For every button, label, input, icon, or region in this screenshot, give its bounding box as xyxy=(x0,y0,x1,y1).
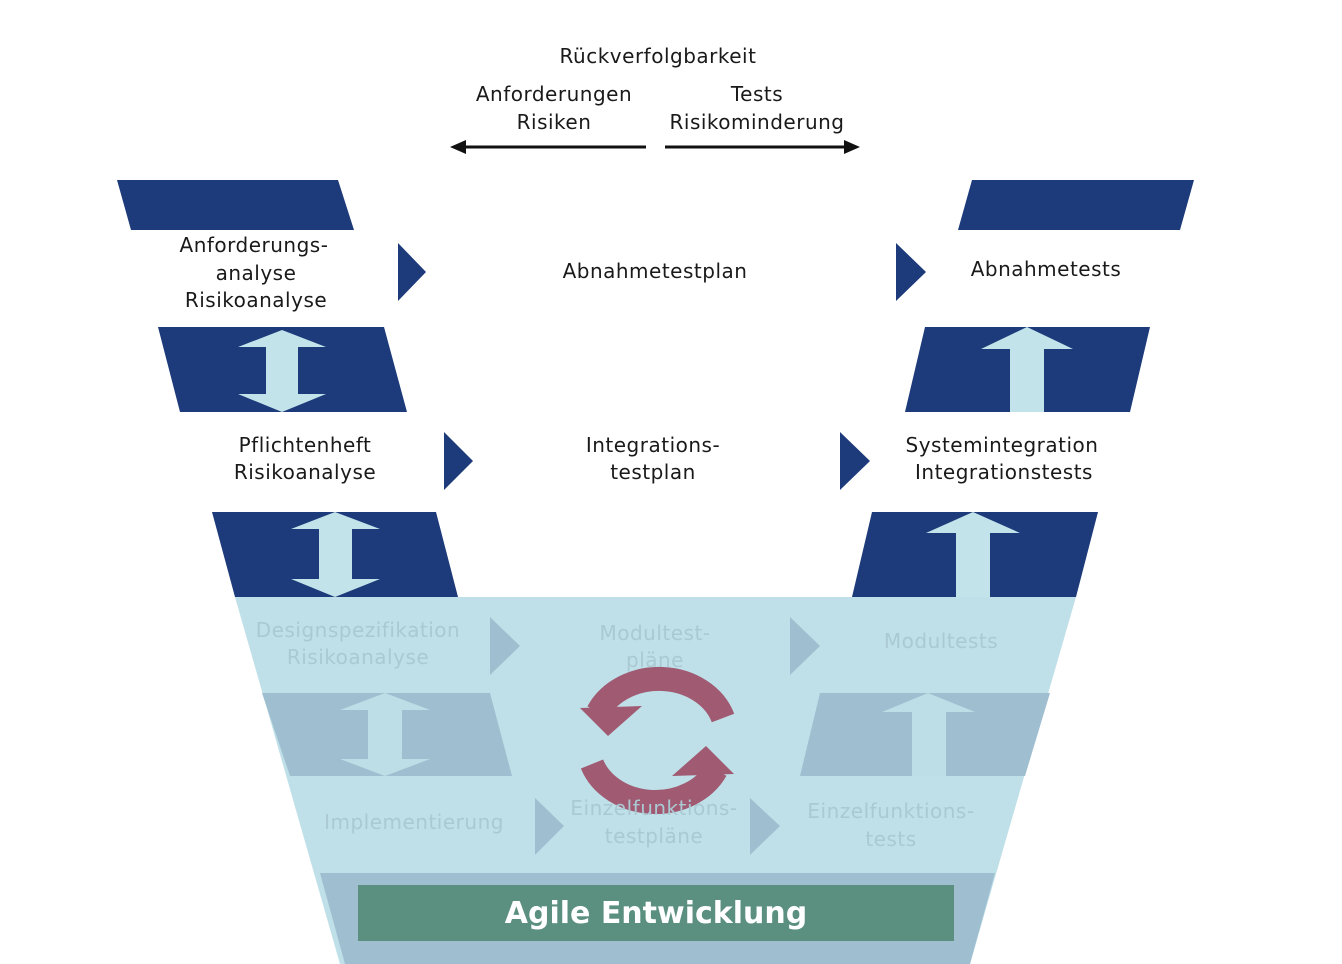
integration-testplan-label: testplan xyxy=(610,460,696,484)
traceability-right-label: Risikominderung xyxy=(669,110,844,134)
unit-testplan-label: testpläne xyxy=(605,824,703,848)
flow-arrow-icon xyxy=(790,617,820,675)
traceability-left-arrow-icon xyxy=(450,140,646,154)
agile-banner-label: Agile Entwicklung xyxy=(505,896,807,931)
up-arrow-icon xyxy=(926,512,1020,597)
phase-block-right-1 xyxy=(958,180,1194,230)
phase-block-left-1 xyxy=(117,180,354,230)
flow-arrow-icon xyxy=(535,798,564,855)
double-arrow-icon xyxy=(291,512,380,597)
up-arrow-icon xyxy=(981,327,1073,412)
specification-label: Risikoanalyse xyxy=(234,460,376,484)
flow-arrow-icon xyxy=(490,617,520,675)
requirements-analysis-label: analyse xyxy=(216,261,297,285)
acceptance-tests-label: Abnahmetests xyxy=(971,257,1122,281)
integration-testplan-label: Integrations- xyxy=(586,433,720,457)
traceability-right-label: Tests xyxy=(730,82,783,106)
unit-tests-label: tests xyxy=(865,827,916,851)
module-testplan-label: pläne xyxy=(626,648,684,672)
module-testplan-label: Modultest- xyxy=(599,621,710,645)
up-arrow-icon xyxy=(882,693,975,776)
traceability-title: Rückverfolgbarkeit xyxy=(560,44,757,68)
implementation-label: Implementierung xyxy=(324,810,504,834)
design-specification-label: Designspezifikation xyxy=(256,618,460,642)
system-integration-label: Systemintegration xyxy=(906,433,1099,457)
double-arrow-icon xyxy=(238,330,326,412)
unit-tests-label: Einzelfunktions- xyxy=(807,799,974,823)
traceability-left-label: Risiken xyxy=(517,110,592,134)
double-arrow-icon xyxy=(340,693,430,776)
flow-arrow-icon xyxy=(444,432,473,490)
circular-arrows-icon xyxy=(580,666,735,814)
traceability-right-arrow-icon xyxy=(665,140,860,154)
traceability-left-label: Anforderungen xyxy=(476,82,632,106)
design-specification-label: Risikoanalyse xyxy=(287,645,429,669)
flow-arrow-icon xyxy=(398,243,426,301)
flow-arrow-icon xyxy=(840,432,870,490)
flow-arrow-icon xyxy=(750,798,780,855)
acceptance-testplan-label: Abnahmetestplan xyxy=(563,259,748,283)
module-tests-label: Modultests xyxy=(884,629,998,653)
requirements-analysis-label: Risikoanalyse xyxy=(185,288,327,312)
agile-region-background xyxy=(235,597,1076,964)
system-integration-label: Integrationstests xyxy=(915,460,1093,484)
agile-banner xyxy=(358,885,954,941)
specification-label: Pflichtenheft xyxy=(239,433,372,457)
unit-testplan-label: Einzelfunktions- xyxy=(570,796,737,820)
requirements-analysis-label: Anforderungs- xyxy=(180,233,329,257)
flow-arrow-icon xyxy=(896,243,926,301)
